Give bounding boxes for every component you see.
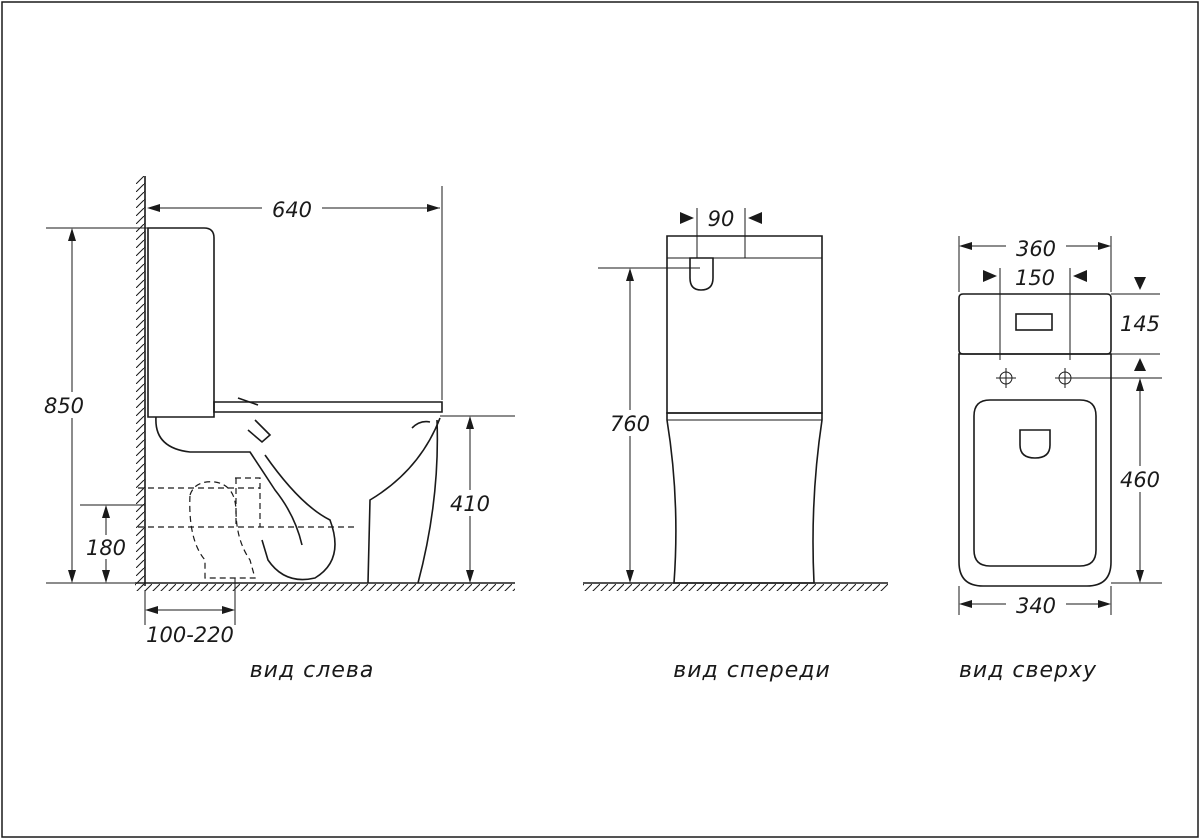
dim-seat-height-410: 410: [450, 492, 490, 516]
top-view: 360 150 145 460 340 вид сверху: [958, 236, 1166, 683]
left-view: 640 850 180 410 100-220 вид слева: [36, 176, 515, 683]
drain-opening: [1019, 429, 1051, 459]
flush-button-front: [689, 257, 714, 291]
dim-width-640: 640: [272, 198, 312, 222]
bowl-front: [666, 412, 823, 584]
dim-height-850: 850: [44, 394, 84, 418]
front-view: 90 760 вид спереди: [583, 207, 888, 683]
caption-left-view: вид слева: [250, 658, 375, 683]
dim-button-width-90: 90: [708, 207, 735, 231]
flush-button-top: [1015, 313, 1053, 331]
mounting-hole-right: [1055, 368, 1075, 388]
dim-outlet-height-180: 180: [86, 536, 126, 560]
caption-front-view: вид спереди: [673, 658, 831, 683]
bowl-rim: [973, 399, 1097, 567]
dim-tank-width-360: 360: [1016, 237, 1056, 261]
tank-top: [958, 293, 1112, 355]
dim-button-width-150: 150: [1015, 266, 1055, 290]
dim-bowl-width-340: 340: [1016, 594, 1056, 618]
floor-hatching-left: [135, 584, 515, 591]
bowl-top: [958, 353, 1112, 587]
dim-bowl-depth-460: 460: [1120, 468, 1160, 492]
wall-hatching: [136, 176, 145, 586]
bowl-outline: [155, 416, 303, 546]
seat-lid: [213, 401, 443, 413]
floor-hatching-front: [583, 584, 888, 591]
mounting-hole-left: [996, 368, 1016, 388]
dim-tank-depth-145: 145: [1120, 312, 1160, 336]
dim-height-760: 760: [610, 412, 650, 436]
caption-top-view: вид сверху: [959, 658, 1097, 683]
tank-side: [147, 227, 215, 418]
dim-outlet-offset-100-220: 100-220: [146, 623, 234, 647]
